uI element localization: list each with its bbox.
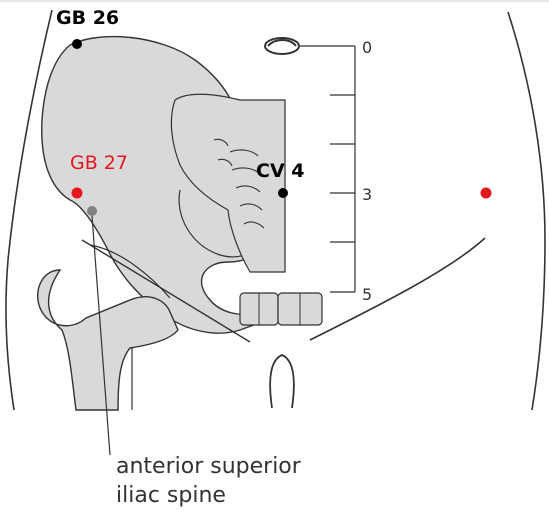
cv4-point — [278, 188, 288, 198]
gb27-contralateral-point — [481, 188, 492, 199]
scale-tick-label-5: 5 — [362, 285, 372, 304]
annotation-line-1: anterior superior — [116, 454, 302, 479]
gb26-label: GB 26 — [56, 7, 119, 29]
pubic-bones — [240, 293, 322, 325]
annotation-line-2: iliac spine — [116, 483, 226, 508]
gb27-label: GB 27 — [70, 152, 128, 174]
anterior-superior-iliac-spine-marker — [87, 206, 97, 216]
left-body-outline — [6, 10, 52, 410]
navel-icon — [265, 38, 299, 54]
right-inguinal-fold — [310, 238, 485, 340]
scale-tick-label-0: 0 — [362, 38, 372, 57]
scale-tick-label-3: 3 — [362, 185, 372, 204]
cun-measurement-scale — [300, 46, 355, 292]
cv4-label: CV 4 — [256, 160, 304, 182]
gb26-point — [72, 39, 82, 49]
genital-outline — [270, 355, 294, 408]
gb27-point — [72, 188, 83, 199]
right-body-outline — [508, 12, 545, 410]
